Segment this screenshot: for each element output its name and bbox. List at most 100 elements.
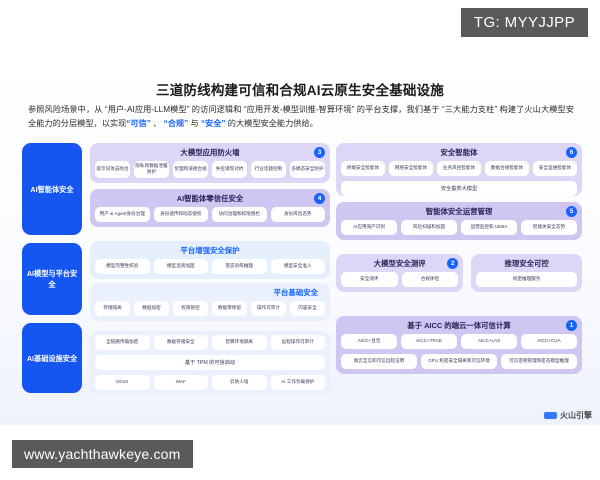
chip: AI 工作负载保护 (270, 374, 325, 390)
chip: 隐私和数据泄露防护 (134, 161, 169, 178)
chip: 智算环境隔离 (212, 334, 267, 350)
chip: 模型混淆加固 (153, 258, 208, 274)
rail-agent-security: AI智能体安全 (22, 143, 82, 235)
panel-inference-control: 推理安全可控 机密推理服务 (471, 254, 582, 292)
subtitle-part-1: 参照风险场景中，从 “用户-AI应用-LLM模型” 的访问逻辑和 “应用开发-模… (28, 105, 574, 128)
chip: AI应用资产识别 (341, 220, 397, 235)
chip-row: AI应用资产识别 风险扫描和加固 运营监控和 UEBA 智能体安全态势 (336, 220, 582, 240)
chip: 权限管控 (173, 300, 208, 316)
chip-row: 提示词攻击防治 隐私和数据泄露防护 伦理和道德合规 失控涌现对抗 行业话题控制 … (90, 161, 330, 183)
chip: 存储隔离 (95, 300, 130, 316)
panel-aicc: 1 基于 AICC 的端云一体可信计算 AICC+豆包 AICC+TRAE AI… (336, 316, 582, 374)
architecture-board: AI智能体安全 AI模型与平台安全 AI基础设施安全 3 大模型应用防火墙 提示… (22, 143, 582, 411)
badge-1: 1 (566, 320, 577, 331)
chip: 模型完整性校验 (95, 258, 150, 274)
chip-row: 终端安全智能体 网络安全智能体 业务风控智能体 数据合规智能体 安全运维智能体 (336, 161, 582, 181)
logo-text: 火山引擎 (560, 411, 592, 420)
chip: 远程操作可审计 (270, 334, 325, 350)
chip: 可信密钥管理和密态模型推理 (501, 354, 577, 369)
chip: 端云互信和可信远程证明 (341, 354, 417, 369)
chip: AICC+CUA (521, 334, 577, 349)
chip: 数据加密 (134, 300, 169, 316)
logo-mark-icon (544, 412, 557, 419)
slide-canvas: 三道防线构建可信和合规AI云原生安全基础设施 参照风险场景中，从 “用户-AI应… (0, 55, 600, 425)
subtitle-sep-2: 与 (188, 119, 201, 128)
subtitle-keyword-secure: “安全” (200, 119, 226, 128)
chip-row: 模型完整性校验 模型混淆加固 密态训练推理 模型安全准入 (90, 258, 330, 279)
chip: AICC+TRAE (401, 334, 457, 349)
panel-infra-base: 全链路传输加密 数据存储安全 智算环境隔离 远程操作可审计 基于 TPM 的可信… (90, 330, 330, 395)
panel-agent-secops-title: 智能体安全运营管理 (425, 207, 493, 216)
panel-platform-basic-title: 平台基础安全 (273, 287, 318, 297)
chip: 机密推理服务 (476, 272, 577, 287)
chip: 提示词攻击防治 (95, 161, 130, 178)
panel-agent-secops: 5 智能体安全运营管理 AI应用资产识别 风险扫描和加固 运营监控和 UEBA … (336, 202, 582, 240)
chip: 智能体安全态势 (521, 220, 577, 235)
chip: 用户 & Agent身份治理 (95, 206, 150, 222)
rail-model-platform-security-label: AI模型与平台安全 (26, 269, 78, 289)
rail-model-platform-security: AI模型与平台安全 (22, 243, 82, 315)
chip: 安全运维智能体 (533, 161, 577, 176)
chip: 身份风险态势 (270, 206, 325, 222)
chip-row: 存储隔离 数据加密 权限管控 数据零保留 操作可审计 内容安全 (90, 300, 330, 321)
telegram-watermark: TG: MYYJJPP (460, 8, 588, 37)
page-subtitle: 参照风险场景中，从 “用户-AI应用-LLM模型” 的访问逻辑和 “应用开发-模… (28, 103, 574, 131)
panel-inference-control-title: 推理安全可控 (504, 259, 549, 268)
chip-row: DDoS WAF 云防火墙 AI 工作负载保护 (90, 374, 330, 395)
chip: DDoS (95, 374, 150, 390)
chip: 多模态安全防护 (290, 161, 325, 178)
chip: 网络安全智能体 (389, 161, 433, 176)
chip: 访问治理和权限围栏 (212, 206, 267, 222)
chip: 身份透传和动态授权 (153, 206, 208, 222)
chip: 全链路传输加密 (95, 334, 150, 350)
badge-2: 2 (447, 258, 459, 269)
rail-agent-security-label: AI智能体安全 (30, 184, 74, 194)
chip: 云防火墙 (212, 374, 267, 390)
chip: 业务风控智能体 (437, 161, 481, 176)
chip-row: AICC+豆包 AICC+TRAE AICC+LAS AICC+CUA (336, 334, 582, 354)
rail-infrastructure-security: AI基础设施安全 (22, 323, 82, 393)
chip-row: 用户 & Agent身份治理 身份透传和动态授权 访问治理和权限围栏 身份风险态… (90, 206, 330, 227)
chip: 模型安全准入 (270, 258, 325, 274)
badge-3: 3 (314, 147, 325, 158)
badge-6: 6 (566, 147, 577, 158)
middle-column: 3 大模型应用防火墙 提示词攻击防治 隐私和数据泄露防护 伦理和道德合规 失控涌… (90, 143, 330, 395)
badge-5: 5 (566, 206, 577, 217)
right-column: 6 安全智能体 终端安全智能体 网络安全智能体 业务风控智能体 数据合规智能体 … (336, 143, 582, 374)
chip: GPU 机密安全隔离和可信环境 (421, 354, 497, 369)
rail-infrastructure-security-label: AI基础设施安全 (26, 353, 78, 363)
panel-platform-enhanced-title: 平台增强安全保护 (180, 245, 240, 255)
panel-security-agent-title: 安全智能体 (440, 148, 478, 157)
panel-model-eval-title: 大模型安全测评 (373, 259, 426, 268)
subtitle-keyword-compliant: “合规” (163, 119, 189, 128)
chip: 风险扫描和加固 (401, 220, 457, 235)
chip: AICC+LAS (461, 334, 517, 349)
panel-security-agent: 6 安全智能体 终端安全智能体 网络安全智能体 业务风控智能体 数据合规智能体 … (336, 143, 582, 196)
chip: 合规体检 (401, 272, 459, 287)
panel-app-firewall-title: 大模型应用防火墙 (180, 148, 240, 157)
chip: 密态训练推理 (212, 258, 267, 274)
panel-agent-zero-trust: 4 AI智能体零信任安全 用户 & Agent身份治理 身份透传和动态授权 访问… (90, 188, 330, 227)
panel-aicc-title: 基于 AICC 的端云一体可信计算 (407, 321, 511, 330)
chip: 数据零保留 (212, 300, 247, 316)
subtitle-keyword-trusted: “可信” (126, 119, 151, 128)
chip: 操作可审计 (251, 300, 286, 316)
chip: 数据存储安全 (153, 334, 208, 350)
eval-inference-row: 2 大模型安全测评 安全测评 合规体检 推理安全可控 机密推理服务 (336, 254, 582, 292)
chip-row: 机密推理服务 (471, 272, 582, 292)
panel-platform-basic: 平台基础安全 存储隔离 数据加密 权限管控 数据零保留 操作可审计 内容安全 (90, 282, 330, 321)
chip-row: 安全测评 合规体检 (336, 272, 463, 292)
chip: 运营监控和 UEBA (461, 220, 517, 235)
volcano-engine-logo: 火山引擎 (544, 410, 592, 421)
panel-agent-zero-trust-title: AI智能体零信任安全 (176, 193, 244, 203)
chip: 伦理和道德合规 (173, 161, 208, 178)
subtitle-part-2: 的大模型安全能力供给。 (225, 119, 318, 128)
chip-row: 全链路传输加密 数据存储安全 智算环境隔离 远程操作可审计 (90, 334, 330, 355)
panel-platform-enhanced: 平台增强安全保护 模型完整性校验 模型混淆加固 密态训练推理 模型安全准入 (90, 240, 330, 279)
badge-4: 4 (314, 192, 325, 204)
panel-app-firewall: 3 大模型应用防火墙 提示词攻击防治 隐私和数据泄露防护 伦理和道德合规 失控涌… (90, 143, 330, 183)
chip: 终端安全智能体 (341, 161, 385, 176)
chip-row: 端云互信和可信远程证明 GPU 机密安全隔离和可信环境 可信密钥管理和密态模型推… (336, 354, 582, 374)
panel-model-eval: 2 大模型安全测评 安全测评 合规体检 (336, 254, 464, 292)
chip: 行业话题控制 (251, 161, 286, 178)
